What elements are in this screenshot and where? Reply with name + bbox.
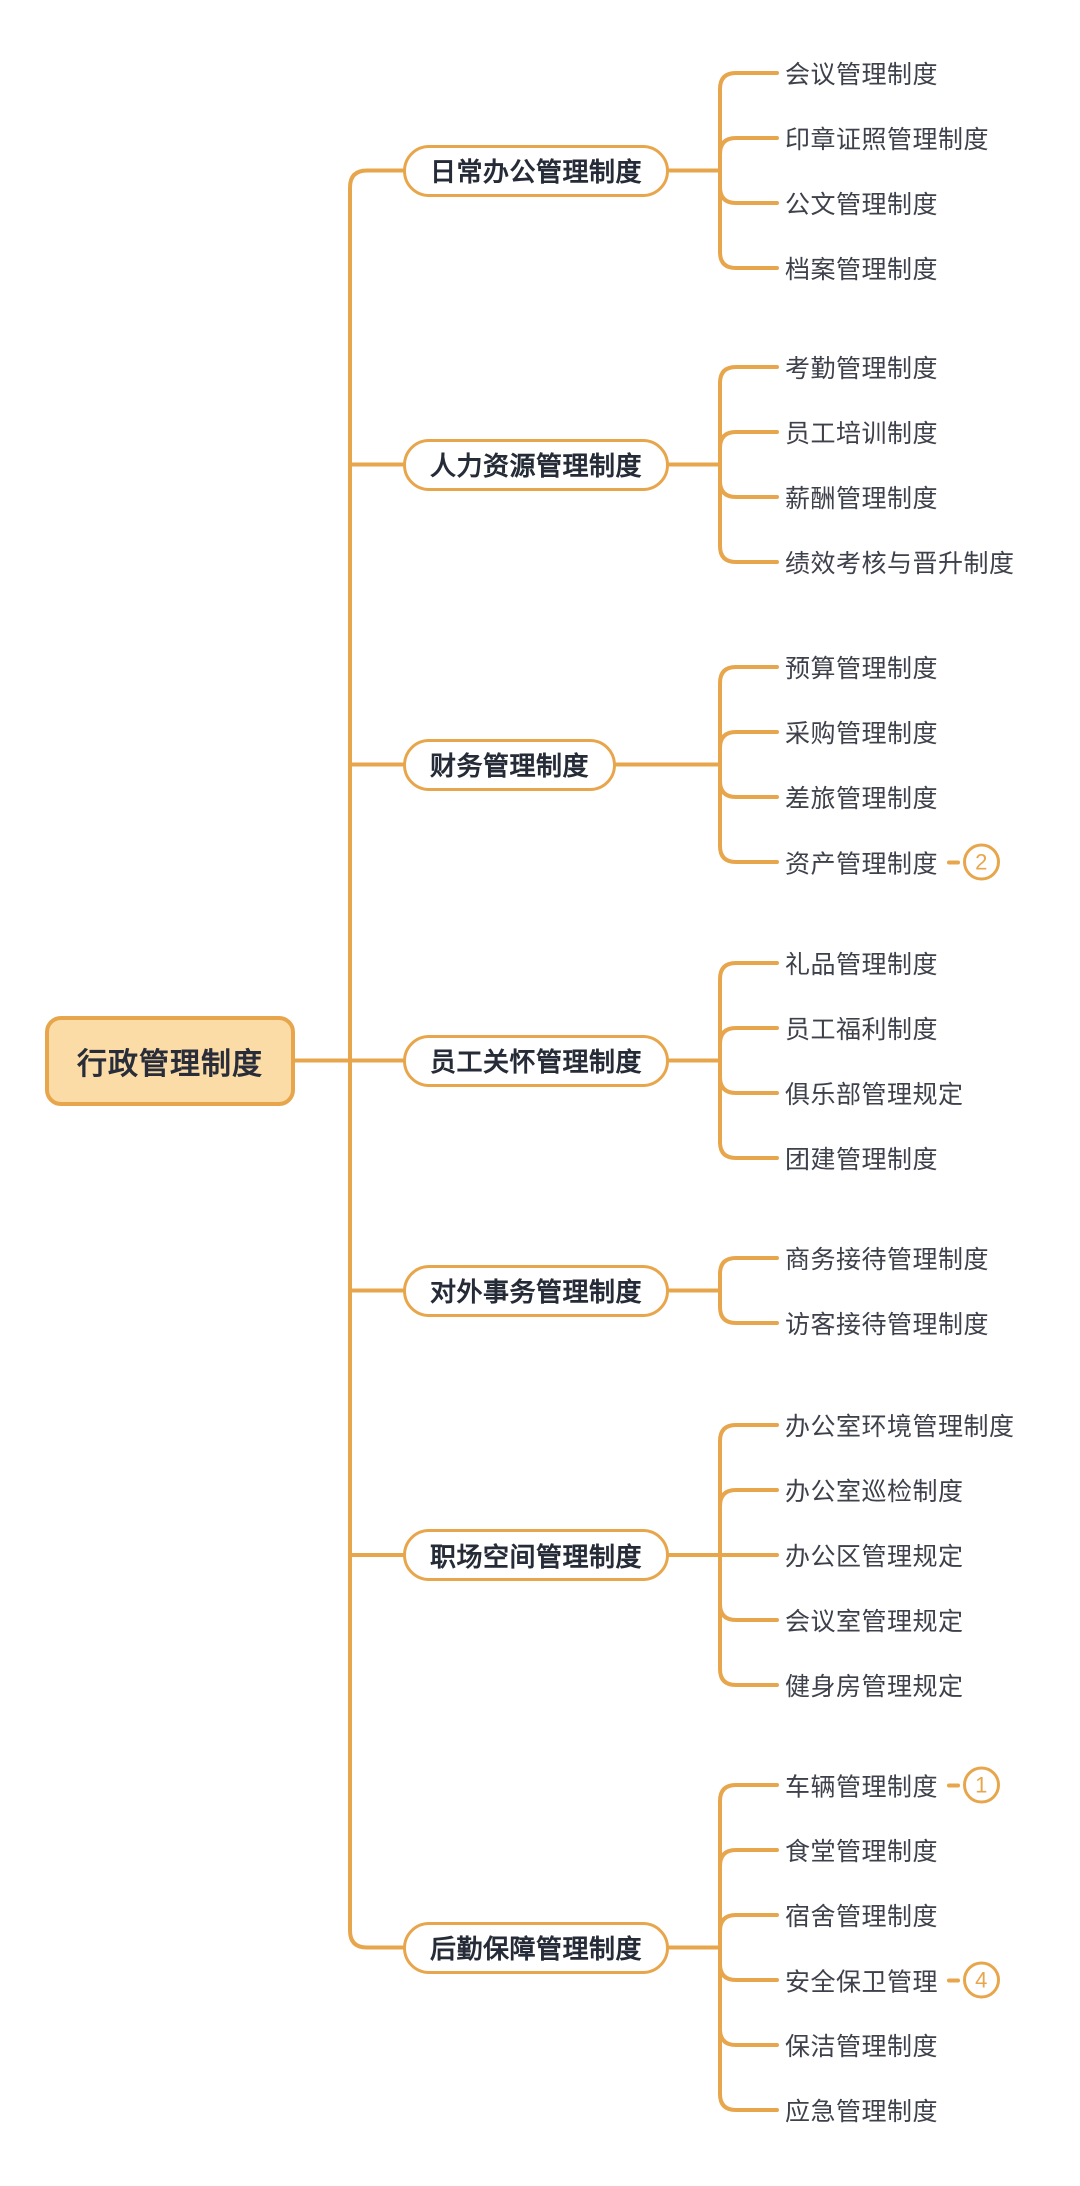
leaf-node[interactable]: 办公室环境管理制度 xyxy=(785,1407,1015,1443)
count-badge[interactable]: 4 xyxy=(963,1961,1001,1999)
leaf-node-label: 公文管理制度 xyxy=(785,191,939,219)
leaf-node-label: 办公室巡检制度 xyxy=(785,1478,964,1506)
leaf-node[interactable]: 薪酬管理制度 xyxy=(785,479,938,515)
leaf-node-label: 食堂管理制度 xyxy=(785,1838,939,1866)
branch-node-3[interactable]: 财务管理制度 xyxy=(403,738,617,791)
leaf-node[interactable]: 访客接待管理制度 xyxy=(785,1305,989,1341)
branch-node-5[interactable]: 对外事务管理制度 xyxy=(403,1264,670,1317)
leaf-node-label: 礼品管理制度 xyxy=(785,951,939,979)
leaf-node[interactable]: 办公区管理规定 xyxy=(785,1537,964,1573)
leaf-node[interactable]: 俱乐部管理规定 xyxy=(785,1075,964,1111)
leaf-node-label: 健身房管理规定 xyxy=(785,1673,964,1701)
leaf-node-label: 员工福利制度 xyxy=(785,1016,939,1044)
leaf-node-label: 俱乐部管理规定 xyxy=(785,1081,964,1109)
leaf-node-label: 安全保卫管理 xyxy=(785,1968,939,1996)
leaf-node[interactable]: 公文管理制度 xyxy=(785,185,938,221)
leaf-node[interactable]: 食堂管理制度 xyxy=(785,1832,938,1868)
leaf-node[interactable]: 资产管理制度 2 xyxy=(785,843,1001,881)
branch-node-4-label: 员工关怀管理制度 xyxy=(430,1047,643,1077)
badge-connector-line xyxy=(947,1978,961,1982)
leaf-node-label: 采购管理制度 xyxy=(785,720,939,748)
leaf-node[interactable]: 差旅管理制度 xyxy=(785,779,938,815)
leaf-node-label: 宿舍管理制度 xyxy=(785,1903,939,1931)
branch-node-7[interactable]: 后勤保障管理制度 xyxy=(403,1921,670,1974)
leaf-node[interactable]: 印章证照管理制度 xyxy=(785,120,989,156)
leaf-node[interactable]: 办公室巡检制度 xyxy=(785,1472,964,1508)
count-badge[interactable]: 1 xyxy=(963,1766,1001,1804)
leaf-node-label: 车辆管理制度 xyxy=(785,1773,939,1801)
branch-node-1-label: 日常办公管理制度 xyxy=(430,157,643,187)
branch-node-6-label: 职场空间管理制度 xyxy=(430,1541,643,1572)
leaf-node[interactable]: 采购管理制度 xyxy=(785,714,938,750)
leaf-node-label: 员工培训制度 xyxy=(785,420,939,448)
leaf-node[interactable]: 会议室管理规定 xyxy=(785,1602,964,1638)
leaf-node-label: 资产管理制度 xyxy=(785,850,939,878)
leaf-node[interactable]: 健身房管理规定 xyxy=(785,1667,964,1703)
leaf-node-label: 会议管理制度 xyxy=(785,61,939,89)
leaf-node-label: 商务接待管理制度 xyxy=(785,1246,990,1274)
branch-node-2-label: 人力资源管理制度 xyxy=(430,451,643,481)
leaf-node[interactable]: 礼品管理制度 xyxy=(785,945,938,981)
leaf-node[interactable]: 会议管理制度 xyxy=(785,55,938,91)
badge-connector-line xyxy=(947,1783,961,1787)
leaf-node[interactable]: 绩效考核与晋升制度 xyxy=(785,544,1015,580)
leaf-node-label: 办公区管理规定 xyxy=(785,1543,964,1571)
leaf-node[interactable]: 宿舍管理制度 xyxy=(785,1897,938,1933)
leaf-node[interactable]: 车辆管理制度 1 xyxy=(785,1766,1001,1804)
branch-node-4[interactable]: 员工关怀管理制度 xyxy=(403,1034,670,1087)
branch-node-3-label: 财务管理制度 xyxy=(430,751,590,781)
leaf-node[interactable]: 档案管理制度 xyxy=(785,250,938,286)
leaf-node-label: 差旅管理制度 xyxy=(785,785,939,813)
leaf-node[interactable]: 预算管理制度 xyxy=(785,649,938,685)
leaf-node-label: 薪酬管理制度 xyxy=(785,485,939,513)
leaf-node-label: 考勤管理制度 xyxy=(785,355,939,383)
branch-node-5-label: 对外事务管理制度 xyxy=(430,1277,643,1307)
leaf-node-label: 印章证照管理制度 xyxy=(785,126,990,154)
leaf-node-label: 预算管理制度 xyxy=(785,655,939,683)
leaf-node[interactable]: 员工培训制度 xyxy=(785,414,938,450)
branch-node-2[interactable]: 人力资源管理制度 xyxy=(403,438,670,491)
leaf-node[interactable]: 应急管理制度 xyxy=(785,2092,938,2128)
leaf-node[interactable]: 员工福利制度 xyxy=(785,1010,938,1046)
leaf-node-label: 会议室管理规定 xyxy=(785,1608,964,1636)
leaf-node-label: 访客接待管理制度 xyxy=(785,1311,990,1339)
leaf-node-label: 团建管理制度 xyxy=(785,1146,939,1174)
badge-connector-line xyxy=(947,860,961,864)
leaf-node-label: 绩效考核与晋升制度 xyxy=(785,550,1015,578)
count-badge[interactable]: 2 xyxy=(963,843,1001,881)
root-node-label: 行政管理制度 xyxy=(77,1047,263,1081)
branch-node-7-label: 后勤保障管理制度 xyxy=(430,1934,643,1964)
leaf-node-label: 办公室环境管理制度 xyxy=(785,1413,1015,1441)
leaf-node[interactable]: 保洁管理制度 xyxy=(785,2027,938,2063)
branch-node-1[interactable]: 日常办公管理制度 xyxy=(403,144,670,197)
leaf-node[interactable]: 团建管理制度 xyxy=(785,1140,938,1176)
branch-node-6[interactable]: 职场空间管理制度 xyxy=(403,1529,670,1581)
leaf-node[interactable]: 安全保卫管理 4 xyxy=(785,1961,1001,1999)
leaf-node[interactable]: 考勤管理制度 xyxy=(785,349,938,385)
leaf-node[interactable]: 商务接待管理制度 xyxy=(785,1240,989,1276)
leaf-node-label: 保洁管理制度 xyxy=(785,2033,939,2061)
leaf-node-label: 档案管理制度 xyxy=(785,256,939,284)
root-node[interactable]: 行政管理制度 xyxy=(45,1015,295,1106)
leaf-node-label: 应急管理制度 xyxy=(785,2098,939,2126)
